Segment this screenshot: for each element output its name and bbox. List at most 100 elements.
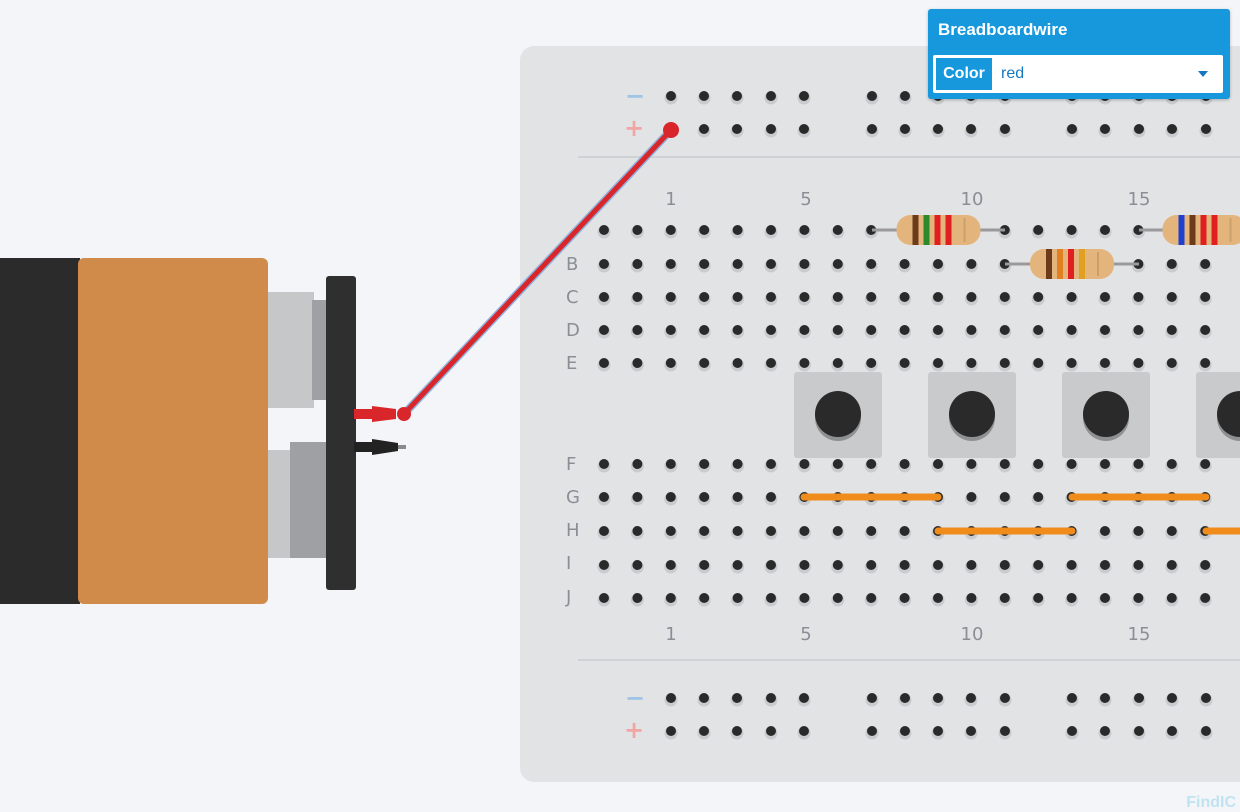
- wire-endpoint-top[interactable]: [663, 122, 679, 138]
- breadboard-hole: [799, 124, 809, 134]
- breadboard-hole: [666, 492, 676, 502]
- breadboard-hole: [866, 526, 876, 536]
- breadboard-hole: [666, 726, 676, 736]
- breadboard-hole: [1167, 358, 1177, 368]
- breadboard-hole: [1100, 292, 1110, 302]
- breadboard-hole: [1067, 726, 1077, 736]
- wire-endpoint-bottom[interactable]: [397, 407, 411, 421]
- breadboard-hole: [1167, 459, 1177, 469]
- breadboard-hole: [1167, 124, 1177, 134]
- breadboard-hole: [733, 225, 743, 235]
- breadboard-hole: [666, 459, 676, 469]
- breadboard-hole: [900, 526, 910, 536]
- breadboard-hole: [599, 560, 609, 570]
- breadboard-hole: [900, 124, 910, 134]
- breadboard-hole: [632, 358, 642, 368]
- breadboard-hole: [666, 225, 676, 235]
- breadboard-hole: [666, 292, 676, 302]
- breadboard-hole: [766, 526, 776, 536]
- breadboard-hole: [1033, 358, 1043, 368]
- breadboard-hole: [699, 492, 709, 502]
- breadboard-hole: [699, 124, 709, 134]
- breadboard-hole: [599, 325, 609, 335]
- breadboard-hole: [1133, 459, 1143, 469]
- column-label-1: 1: [665, 189, 676, 210]
- breadboard-hole: [1000, 459, 1010, 469]
- breadboard-hole: [1000, 325, 1010, 335]
- breadboard-hole: [599, 492, 609, 502]
- breadboard-hole: [933, 325, 943, 335]
- color-select[interactable]: red: [995, 58, 1220, 90]
- breadboard-hole: [900, 459, 910, 469]
- resistor-band: [1212, 215, 1218, 245]
- breadboard-hole: [1000, 358, 1010, 368]
- breadboard-hole: [699, 91, 709, 101]
- battery-9v[interactable]: [0, 258, 356, 604]
- color-select-value: red: [1001, 65, 1024, 82]
- watermark-logo: FindIC: [1186, 794, 1236, 812]
- breadboard-hole: [699, 726, 709, 736]
- properties-panel: Breadboardwire Color red: [928, 9, 1230, 99]
- breadboard-hole: [1200, 259, 1210, 269]
- rail-plus-top: +: [624, 114, 644, 142]
- breadboard-hole: [599, 526, 609, 536]
- breadboard-hole: [1200, 292, 1210, 302]
- breadboard-hole: [799, 526, 809, 536]
- pushbutton: [928, 372, 1016, 458]
- breadboard-hole: [867, 693, 877, 703]
- breadboard-hole: [1067, 225, 1077, 235]
- color-property-row: Color red: [933, 55, 1223, 93]
- battery-black-lead[interactable]: [354, 439, 406, 455]
- breadboard-hole: [966, 292, 976, 302]
- breadboard-hole: [1067, 560, 1077, 570]
- breadboard-hole: [1133, 358, 1143, 368]
- breadboard-hole: [699, 593, 709, 603]
- resistor-band: [924, 215, 930, 245]
- breadboard-hole: [1200, 358, 1210, 368]
- breadboard-hole: [933, 726, 943, 736]
- breadboard-hole: [866, 358, 876, 368]
- pushbutton-cap: [1083, 391, 1129, 437]
- battery-red-lead[interactable]: [354, 406, 396, 422]
- breadboard-hole: [1033, 560, 1043, 570]
- column-label-1-bottom: 1: [665, 624, 676, 645]
- breadboard-hole: [900, 325, 910, 335]
- breadboard-hole: [1100, 726, 1110, 736]
- breadboard-hole: [1167, 726, 1177, 736]
- breadboard-hole: [666, 358, 676, 368]
- breadboard-hole: [632, 593, 642, 603]
- breadboard-hole: [1167, 560, 1177, 570]
- breadboard-hole: [1134, 124, 1144, 134]
- chevron-down-icon[interactable]: [1198, 71, 1208, 77]
- breadboard-hole: [866, 560, 876, 570]
- breadboard-hole: [599, 459, 609, 469]
- breadboard-hole: [1100, 459, 1110, 469]
- breadboard-hole: [699, 560, 709, 570]
- breadboard-hole: [799, 459, 809, 469]
- breadboard-hole: [866, 259, 876, 269]
- breadboard-hole: [1201, 124, 1211, 134]
- breadboard-hole: [900, 358, 910, 368]
- breadboard-hole: [933, 124, 943, 134]
- breadboard-hole: [799, 593, 809, 603]
- breadboard-hole: [966, 459, 976, 469]
- breadboard-hole: [733, 292, 743, 302]
- breadboard-hole: [666, 325, 676, 335]
- breadboard-hole: [866, 593, 876, 603]
- breadboard-hole: [1100, 526, 1110, 536]
- breadboard-hole: [766, 693, 776, 703]
- rail-minus-top: −: [625, 82, 645, 110]
- breadboard-hole: [1033, 459, 1043, 469]
- breadboard-hole: [933, 259, 943, 269]
- column-label-5-bottom: 5: [800, 624, 811, 645]
- breadboard-hole: [766, 593, 776, 603]
- breadboard-hole: [766, 560, 776, 570]
- breadboard-hole: [766, 459, 776, 469]
- breadboard-hole: [1000, 560, 1010, 570]
- breadboard-hole: [1067, 124, 1077, 134]
- breadboard-hole: [900, 259, 910, 269]
- breadboard-hole: [799, 325, 809, 335]
- breadboard-hole: [632, 492, 642, 502]
